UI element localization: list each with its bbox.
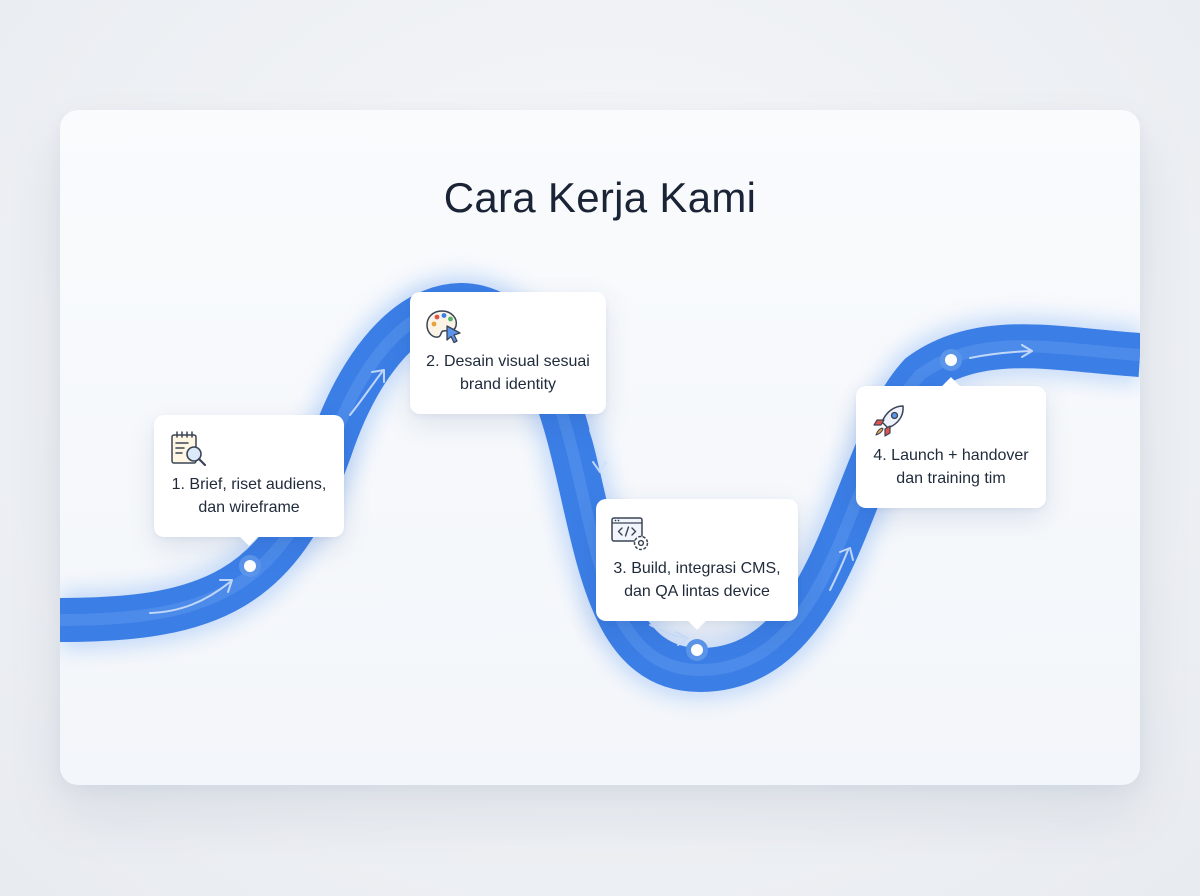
step-dot-4 (940, 349, 962, 371)
rocket-icon (870, 400, 910, 440)
palette-cursor-icon (424, 306, 464, 346)
arrow-right-icon (149, 579, 233, 614)
process-card: Cara Kerja Kami (60, 110, 1140, 785)
arrow-right-icon-2 (969, 344, 1033, 359)
step-label-2: 2. Desain visual sesuai brand identity (426, 353, 590, 393)
arrow-up-right-icon (349, 369, 385, 416)
step-card-1: 1. Brief, riset audiens, dan wireframe (154, 415, 344, 546)
arrow-up-right-icon-2 (829, 547, 854, 591)
step-dot-3 (686, 639, 708, 661)
step-label-3: 3. Build, integrasi CMS, dan QA lintas d… (613, 560, 781, 600)
step-label-4: 4. Launch + handover dan training tim (873, 447, 1029, 487)
step-label-1: 1. Brief, riset audiens, dan wireframe (171, 476, 327, 516)
step-card-3: 3. Build, integrasi CMS, dan QA lintas d… (596, 499, 798, 630)
step-dot-1 (239, 555, 261, 577)
step-card-4: 4. Launch + handover dan training tim (856, 377, 1046, 508)
direction-arrows (149, 344, 1033, 646)
page-title: Cara Kerja Kami (443, 174, 757, 221)
step-card-2: 2. Desain visual sesuai brand identity (410, 292, 606, 414)
arrow-down-right-icon (649, 624, 689, 646)
notepad-search-icon (168, 429, 208, 469)
arrow-down-icon (589, 429, 607, 473)
code-window-gear-icon (610, 513, 650, 553)
step-dots (239, 349, 962, 661)
